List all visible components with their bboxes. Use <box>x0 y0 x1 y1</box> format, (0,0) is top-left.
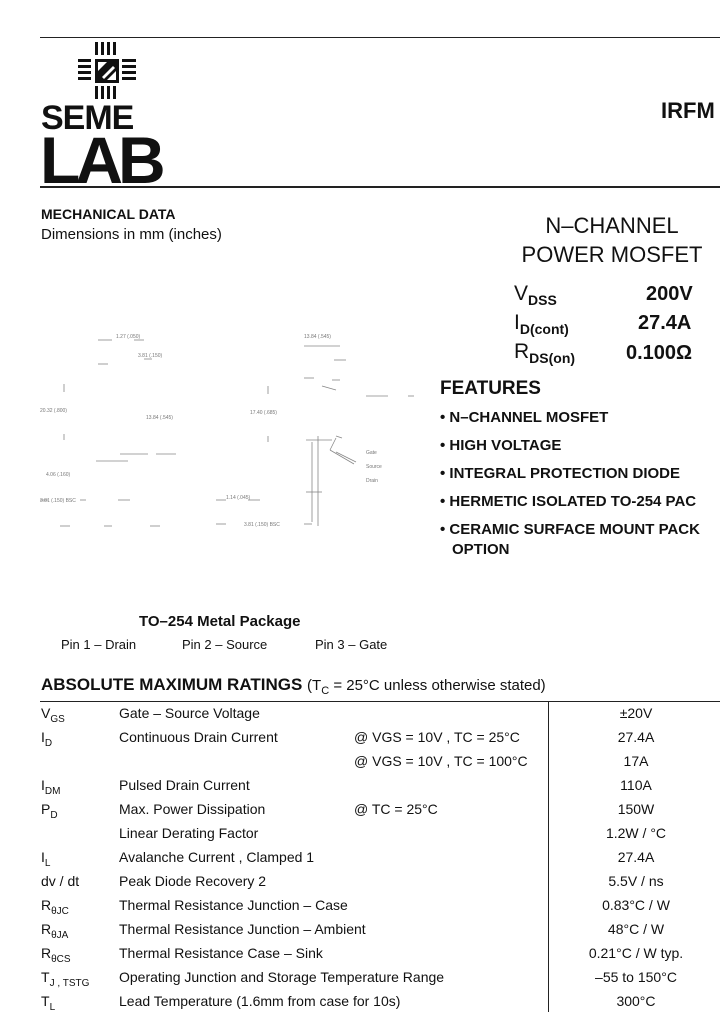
table-row: IL Avalanche Current , Clamped 1 27.4A <box>0 849 720 873</box>
row-description: Operating Junction and Storage Temperatu… <box>119 969 445 985</box>
features-title: FEATURES <box>440 378 541 399</box>
row-value: 300°C <box>616 993 656 1009</box>
feature-item: • N–CHANNEL MOSFET <box>440 409 609 426</box>
row-value: 110A <box>620 777 652 793</box>
spec-vdss-value: 200V <box>646 283 693 305</box>
part-number: IRFM <box>661 98 715 123</box>
row-symbol: VGS <box>41 705 65 725</box>
gate-label: Gate <box>366 450 377 456</box>
row-symbol: dv / dt <box>41 873 80 889</box>
row-value: 17A <box>623 753 649 769</box>
logo-text-seme: SEME <box>41 99 134 137</box>
row-symbol: TJ , TSTG <box>41 969 90 989</box>
dim-label: 13.84 (.545) <box>304 334 331 340</box>
row-value: 27.4A <box>617 849 655 865</box>
row-condition: @ VGS = 10V , TC = 100°C <box>354 753 528 769</box>
row-value: –55 to 150°C <box>595 969 677 985</box>
dim-label: 17.40 (.685) <box>250 410 277 416</box>
table-row: RθJA Thermal Resistance Junction – Ambie… <box>0 921 720 945</box>
product-line-1: N–CHANNEL <box>545 213 679 238</box>
row-symbol: IL <box>41 849 51 869</box>
table-row: ID Continuous Drain Current @ VGS = 10V … <box>0 729 720 753</box>
row-condition: @ TC = 25°C <box>354 801 438 817</box>
table-row: TL Lead Temperature (1.6mm from case for… <box>0 993 720 1017</box>
drain-label: Drain <box>366 478 378 484</box>
table-row: Linear Derating Factor 1.2W / °C <box>0 825 720 849</box>
row-description: Thermal Resistance Junction – Case <box>119 897 348 913</box>
table-row: TJ , TSTG Operating Junction and Storage… <box>0 969 720 993</box>
row-symbol: TL <box>41 993 56 1013</box>
mechanical-data-subtitle: Dimensions in mm (inches) <box>41 226 222 243</box>
logo-text-lab: LAB <box>40 123 166 197</box>
row-value: 48°C / W <box>607 921 665 937</box>
spec-id-symbol: ID(cont) <box>514 311 569 338</box>
ratings-title: ABSOLUTE MAXIMUM RATINGS (TC = 25°C unle… <box>41 675 546 697</box>
row-description: Lead Temperature (1.6mm from case for 10… <box>119 993 401 1009</box>
ratings-column-divider <box>548 701 549 1012</box>
row-description: Linear Derating Factor <box>119 825 259 841</box>
row-description: Peak Diode Recovery 2 <box>119 873 267 889</box>
pin-3-label: Pin 3 – Gate <box>315 637 388 652</box>
dim-label: 1.14 (.045) <box>226 495 251 501</box>
dim-label: 3.81 (.150) BSC <box>244 522 280 528</box>
row-description: Avalanche Current , Clamped 1 <box>119 849 315 865</box>
row-value: 1.2W / °C <box>605 825 667 841</box>
package-drawing: 1.27 (.050) 3.81 (.150) 13.84 (.545) 20.… <box>40 334 414 528</box>
product-line-2: POWER MOSFET <box>521 242 703 267</box>
feature-item: • INTEGRAL PROTECTION DIODE <box>440 465 680 482</box>
ratings-top-rule <box>40 701 720 702</box>
dim-label: 20.32 (.800) <box>40 408 67 414</box>
feature-item: • HERMETIC ISOLATED TO-254 PAC <box>440 493 697 510</box>
row-value: 0.83°C / W <box>602 897 670 913</box>
dim-label: 13.84 (.545) <box>146 415 173 421</box>
ratings-condition: (TC = 25°C unless otherwise stated) <box>307 677 546 697</box>
table-row: RθCS Thermal Resistance Case – Sink 0.21… <box>0 945 720 969</box>
row-description: Gate – Source Voltage <box>119 705 260 721</box>
spec-id-value: 27.4A <box>638 312 692 334</box>
table-row: @ VGS = 10V , TC = 100°C 17A <box>0 753 720 777</box>
row-description: Thermal Resistance Case – Sink <box>119 945 323 961</box>
pin-1-label: Pin 1 – Drain <box>61 637 137 652</box>
row-condition: @ VGS = 10V , TC = 25°C <box>354 729 520 745</box>
table-row: RθJC Thermal Resistance Junction – Case … <box>0 897 720 921</box>
row-value: 5.5V / ns <box>608 873 664 889</box>
row-description: Thermal Resistance Junction – Ambient <box>119 921 366 937</box>
feature-item: OPTION <box>452 541 510 558</box>
row-symbol: PD <box>41 801 58 821</box>
package-title: TO–254 Metal Package <box>139 613 301 630</box>
spec-rds-symbol: RDS(on) <box>514 340 576 367</box>
dim-label: 1.27 (.050) <box>116 334 141 340</box>
feature-item: • HIGH VOLTAGE <box>440 437 562 454</box>
spec-vdss-symbol: VDSS <box>514 282 557 309</box>
table-row: VGS Gate – Source Voltage ±20V <box>0 705 720 729</box>
dim-label: 3.81 (.150) <box>138 353 163 359</box>
row-symbol: RθJA <box>41 921 69 941</box>
top-rule <box>40 37 720 38</box>
row-description: Pulsed Drain Current <box>119 777 250 793</box>
row-value: 150W <box>617 801 655 817</box>
pin-2-label: Pin 2 – Source <box>182 637 268 652</box>
row-symbol: ID <box>41 729 53 749</box>
row-value: 27.4A <box>617 729 655 745</box>
row-value: ±20V <box>619 705 653 721</box>
dim-label: 4.06 (.160) <box>46 472 71 478</box>
row-description: Continuous Drain Current <box>119 729 278 745</box>
row-symbol: RθCS <box>41 945 71 965</box>
row-symbol: RθJC <box>41 897 69 917</box>
mechanical-data-title: MECHANICAL DATA <box>41 206 176 222</box>
table-row: PD Max. Power Dissipation @ TC = 25°C 15… <box>0 801 720 825</box>
header-rule <box>40 186 720 188</box>
dim-label: 3.81 (.150) BSC <box>40 498 76 504</box>
spec-rds-value: 0.100Ω <box>626 342 693 364</box>
source-label: Source <box>366 464 382 470</box>
row-symbol: IDM <box>41 777 61 797</box>
logo-mark-icon <box>78 42 136 99</box>
row-description: Max. Power Dissipation <box>119 801 266 817</box>
table-row: dv / dt Peak Diode Recovery 2 5.5V / ns <box>0 873 720 897</box>
table-row: IDM Pulsed Drain Current 110A <box>0 777 720 801</box>
row-value: 0.21°C / W typ. <box>588 945 684 961</box>
feature-item: • CERAMIC SURFACE MOUNT PACK <box>440 521 700 538</box>
